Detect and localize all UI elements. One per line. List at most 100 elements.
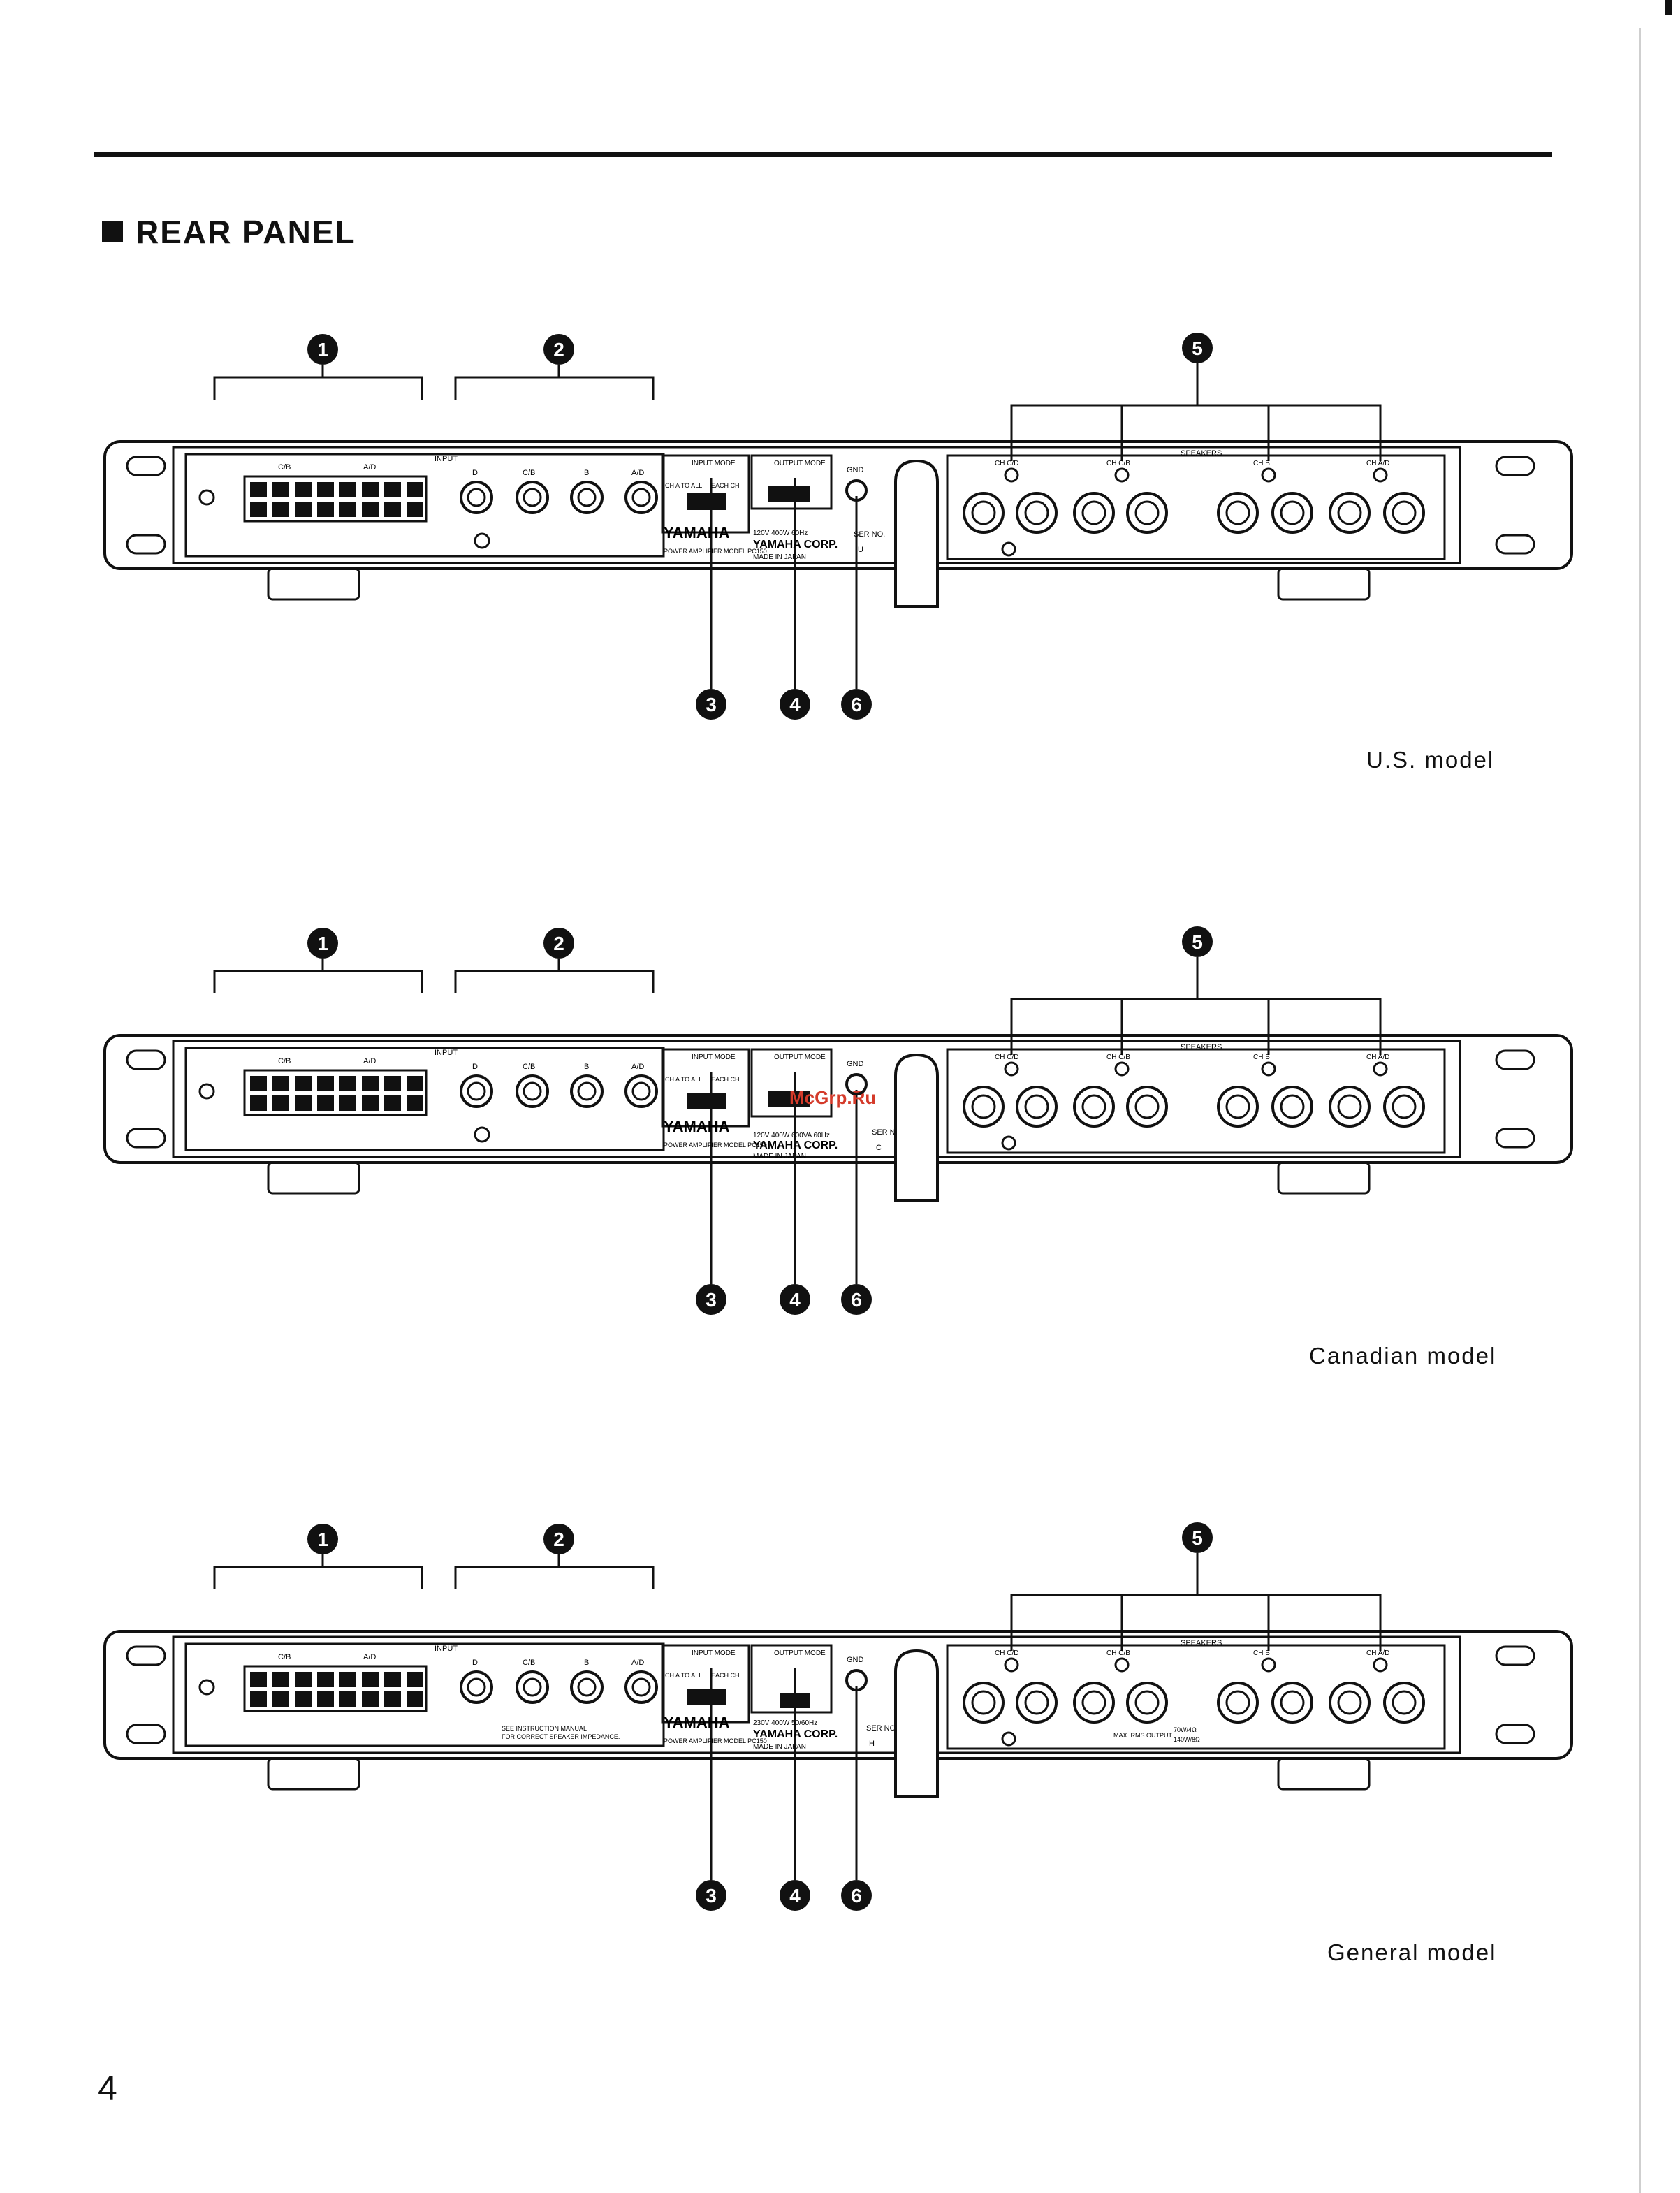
svg-text:CH B: CH B	[1253, 460, 1270, 467]
page-number: 4	[98, 2069, 117, 2108]
svg-text:EACH CH: EACH CH	[711, 1076, 740, 1083]
svg-text:INPUT MODE: INPUT MODE	[692, 1054, 736, 1061]
svg-text:POWER AMPLIFIER MODEL PC150: POWER AMPLIFIER MODEL PC150	[664, 548, 767, 555]
svg-text:EACH CH: EACH CH	[711, 482, 740, 489]
svg-text:U: U	[858, 546, 863, 554]
svg-text:CH B: CH B	[1253, 1649, 1270, 1657]
svg-text:OUTPUT MODE: OUTPUT MODE	[774, 1054, 826, 1061]
svg-text:C/B: C/B	[523, 469, 535, 477]
caption-general: General model	[1327, 1939, 1497, 1965]
svg-text:2: 2	[553, 933, 564, 954]
callout-1: 1	[307, 1524, 338, 1554]
svg-text:2: 2	[553, 1529, 564, 1550]
top-rule	[94, 152, 1552, 157]
svg-text:3: 3	[706, 1289, 717, 1311]
svg-text:SER NO.: SER NO.	[866, 1724, 898, 1733]
svg-text:YAMAHA: YAMAHA	[664, 1118, 730, 1135]
svg-text:CH C/D: CH C/D	[995, 460, 1018, 467]
callout-6: 6	[841, 1284, 872, 1315]
svg-text:YAMAHA CORP.: YAMAHA CORP.	[753, 1728, 838, 1740]
watermark: McGrp.Ru	[789, 1087, 876, 1108]
svg-text:C/B: C/B	[278, 1057, 291, 1065]
svg-text:1: 1	[317, 933, 328, 954]
svg-text:A/D: A/D	[631, 1659, 644, 1667]
svg-text:GND: GND	[847, 1656, 864, 1664]
brackets	[213, 363, 1382, 689]
svg-text:C/B: C/B	[278, 463, 291, 472]
svg-text:CH A TO ALL: CH A TO ALL	[665, 482, 702, 489]
svg-text:CH C/B: CH C/B	[1106, 460, 1130, 467]
svg-text:CH C/B: CH C/B	[1106, 1054, 1130, 1061]
svg-text:OUTPUT MODE: OUTPUT MODE	[774, 460, 826, 467]
svg-text:YAMAHA CORP.: YAMAHA CORP.	[753, 1139, 838, 1151]
svg-text:A/D: A/D	[363, 1653, 376, 1661]
svg-text:MADE IN JAPAN: MADE IN JAPAN	[753, 553, 806, 561]
svg-text:C/B: C/B	[278, 1653, 291, 1661]
svg-text:A/D: A/D	[363, 463, 376, 472]
svg-text:140W/8Ω: 140W/8Ω	[1174, 1736, 1200, 1743]
callout-2: 2	[543, 334, 574, 365]
callout-2: 2	[543, 1524, 574, 1554]
svg-text:C: C	[876, 1144, 882, 1152]
svg-text:3: 3	[706, 694, 717, 715]
svg-text:5: 5	[1192, 1527, 1203, 1549]
callout-1: 1	[307, 928, 338, 959]
rear-panel-general: 1 2 5 3 4 6 INPUT C/B A/D	[103, 1522, 1573, 1911]
svg-text:YAMAHA: YAMAHA	[664, 1714, 730, 1731]
callout-3: 3	[696, 689, 726, 720]
svg-text:3: 3	[706, 1885, 717, 1907]
svg-text:230V 400W 50/60Hz: 230V 400W 50/60Hz	[753, 1719, 817, 1727]
caption-us: U.S. model	[1366, 747, 1495, 773]
svg-text:MAX. RMS OUTPUT: MAX. RMS OUTPUT	[1113, 1732, 1173, 1739]
svg-text:INPUT: INPUT	[434, 1645, 458, 1653]
svg-text:MADE IN JAPAN: MADE IN JAPAN	[753, 1153, 806, 1160]
svg-text:B: B	[584, 1063, 589, 1071]
svg-text:D: D	[472, 1659, 478, 1667]
svg-text:POWER AMPLIFIER MODEL PC150: POWER AMPLIFIER MODEL PC150	[664, 1142, 767, 1149]
svg-text:4: 4	[789, 1289, 801, 1311]
svg-text:INPUT MODE: INPUT MODE	[692, 1649, 736, 1657]
svg-text:YAMAHA: YAMAHA	[664, 524, 730, 541]
panel-drawing: 1 2 5 3 4 6 INPUT C/B A/D	[103, 926, 1573, 1315]
svg-text:GND: GND	[847, 1060, 864, 1068]
callout-6: 6	[841, 689, 872, 720]
callout-1: 1	[307, 334, 338, 365]
svg-text:D: D	[472, 469, 478, 477]
svg-text:SPEAKERS: SPEAKERS	[1181, 1043, 1222, 1051]
svg-text:4: 4	[789, 1885, 801, 1907]
svg-text:GND: GND	[847, 466, 864, 474]
svg-text:CH B: CH B	[1253, 1054, 1270, 1061]
svg-text:FOR CORRECT SPEAKER IMPEDANCE.: FOR CORRECT SPEAKER IMPEDANCE.	[502, 1733, 620, 1740]
svg-text:SPEAKERS: SPEAKERS	[1181, 449, 1222, 458]
svg-text:D: D	[472, 1063, 478, 1071]
rear-panel-canadian: 1 2 5 3 4 6 INPUT C/B A/D	[103, 926, 1573, 1315]
heading-square-icon	[102, 221, 123, 242]
svg-text:6: 6	[851, 1289, 862, 1311]
caption-canadian: Canadian model	[1309, 1343, 1497, 1369]
svg-text:INPUT MODE: INPUT MODE	[692, 460, 736, 467]
svg-text:120V 400W 600VA 60Hz: 120V 400W 600VA 60Hz	[753, 1132, 830, 1139]
brackets	[213, 1553, 1382, 1880]
svg-text:SPEAKERS: SPEAKERS	[1181, 1639, 1222, 1647]
callout-4: 4	[780, 689, 810, 720]
svg-text:5: 5	[1192, 337, 1203, 359]
svg-text:5: 5	[1192, 931, 1203, 953]
svg-text:70W/4Ω: 70W/4Ω	[1174, 1726, 1197, 1733]
svg-text:CH A/D: CH A/D	[1366, 1054, 1389, 1061]
svg-text:1: 1	[317, 339, 328, 360]
callout-5: 5	[1182, 333, 1213, 363]
svg-text:INPUT: INPUT	[434, 455, 458, 463]
svg-text:C/B: C/B	[523, 1063, 535, 1071]
panel-drawing: 1 2 5 3 4 6 INPUT C/B A/D	[103, 1522, 1573, 1911]
svg-text:C/B: C/B	[523, 1659, 535, 1667]
edge-line	[1639, 28, 1641, 2193]
panel-drawing: 1 2 5 3 4 6 INPUT C/B A/D	[103, 333, 1573, 720]
callout-5: 5	[1182, 1522, 1213, 1553]
svg-text:CH C/D: CH C/D	[995, 1649, 1018, 1657]
heading-text: REAR PANEL	[136, 214, 356, 250]
svg-text:CH A/D: CH A/D	[1366, 460, 1389, 467]
svg-text:CH A/D: CH A/D	[1366, 1649, 1389, 1657]
callout-4: 4	[780, 1284, 810, 1315]
svg-text:H: H	[869, 1740, 875, 1748]
svg-text:A/D: A/D	[363, 1057, 376, 1065]
